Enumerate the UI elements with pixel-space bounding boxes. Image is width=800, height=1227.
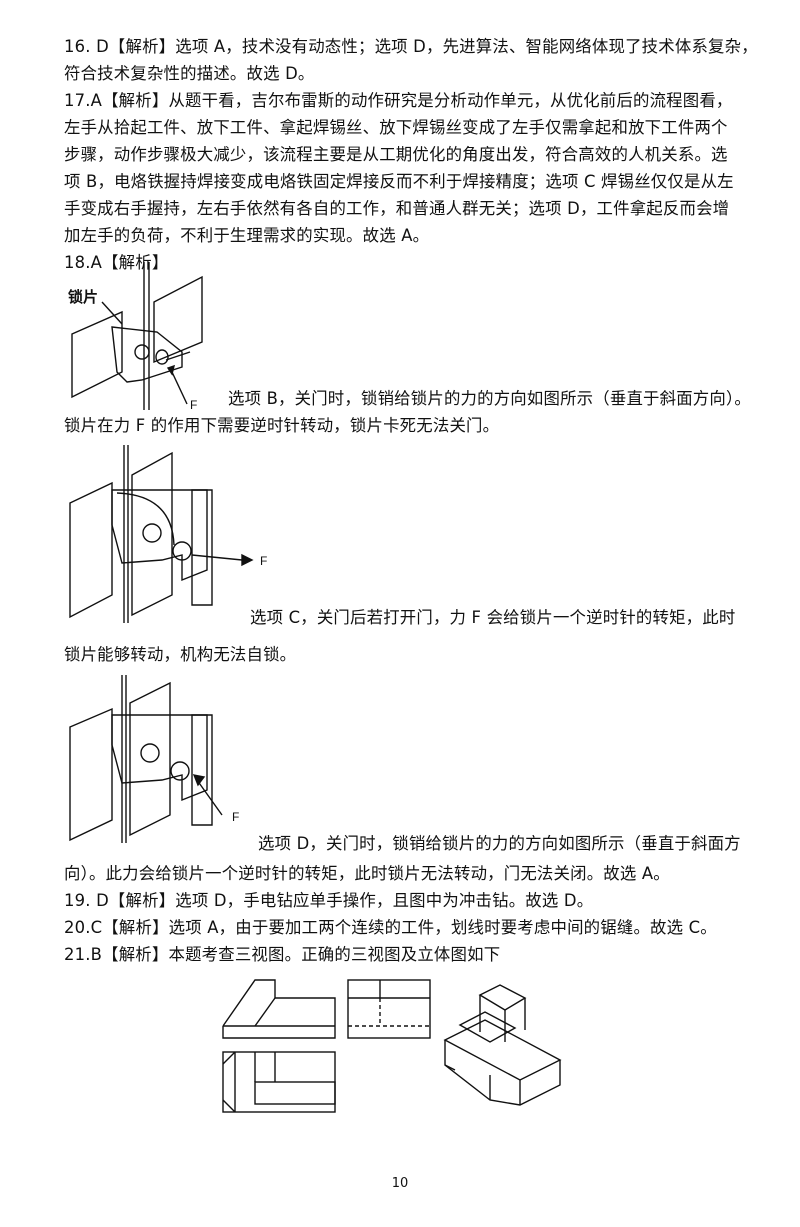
lock-piece-label: 锁片 xyxy=(68,288,98,306)
text-line: 加左手的负荷，不利于生理需求的实现。故选 A。 xyxy=(64,226,430,245)
lock-figure-b: 锁片 F xyxy=(68,262,203,412)
text-line: 20.C【解析】选项 A，由于要加工两个连续的工件，划线时要考虑中间的锯缝。故选… xyxy=(64,918,717,937)
text-line: 步骤，动作步骤极大减少，该流程主要是从工期优化的角度出发，符合高效的人机关系。选 xyxy=(64,145,728,164)
text-line: 17.A【解析】从题干看，吉尔布雷斯的动作研究是分析动作单元，从优化前后的流程图… xyxy=(64,91,733,110)
three-view-drawing xyxy=(222,979,562,1113)
text-line: 16. D【解析】选项 A，技术没有动态性；选项 D，先进算法、智能网络体现了技… xyxy=(64,37,758,56)
text-line: 锁片在力 F 的作用下需要逆时针转动，锁片卡死无法关门。 xyxy=(64,416,500,435)
page-number: 10 xyxy=(391,1176,409,1191)
text-line: 19. D【解析】选项 D，手电钻应单手操作，且图中为冲击钻。故选 D。 xyxy=(64,891,594,910)
text-line: 选项 D，关门时，锁销给锁片的力的方向如图所示（垂直于斜面方 xyxy=(258,834,741,853)
text-line: 锁片能够转动，机构无法自锁。 xyxy=(64,645,297,664)
force-label: F xyxy=(260,554,267,568)
text-line: 项 B，电烙铁握持焊接变成电烙铁固定焊接反而不利于焊接精度；选项 C 焊锡丝仅仅… xyxy=(64,172,734,191)
text-line: 向）。此力会给锁片一个逆时针的转矩，此时锁片无法转动，门无法关闭。故选 A。 xyxy=(64,864,670,883)
lock-figure-c: F xyxy=(69,445,267,623)
text-line: 21.B【解析】本题考查三视图。正确的三视图及立体图如下 xyxy=(64,945,501,964)
text-line: 选项 C，关门后若打开门，力 F 会给锁片一个逆时针的转矩，此时 xyxy=(250,608,736,627)
text-line: 手变成右手握持，左右手依然有各自的工作，和普通人群无关；选项 D，工件拿起反而会… xyxy=(64,199,730,218)
force-label: F xyxy=(190,398,197,412)
text-line: 左手从拾起工件、放下工件、拿起焊锡丝、放下焊锡丝变成了左手仅需拿起和放下工件两个 xyxy=(64,118,728,137)
text-line: 18.A【解析】 xyxy=(64,253,169,272)
text-line: 选项 B，关门时，锁销给锁片的力的方向如图所示（垂直于斜面方向）。 xyxy=(228,389,751,408)
text-line: 符合技术复杂性的描述。故选 D。 xyxy=(64,64,315,83)
force-label: F xyxy=(232,810,239,824)
lock-figure-d: F xyxy=(69,675,239,843)
